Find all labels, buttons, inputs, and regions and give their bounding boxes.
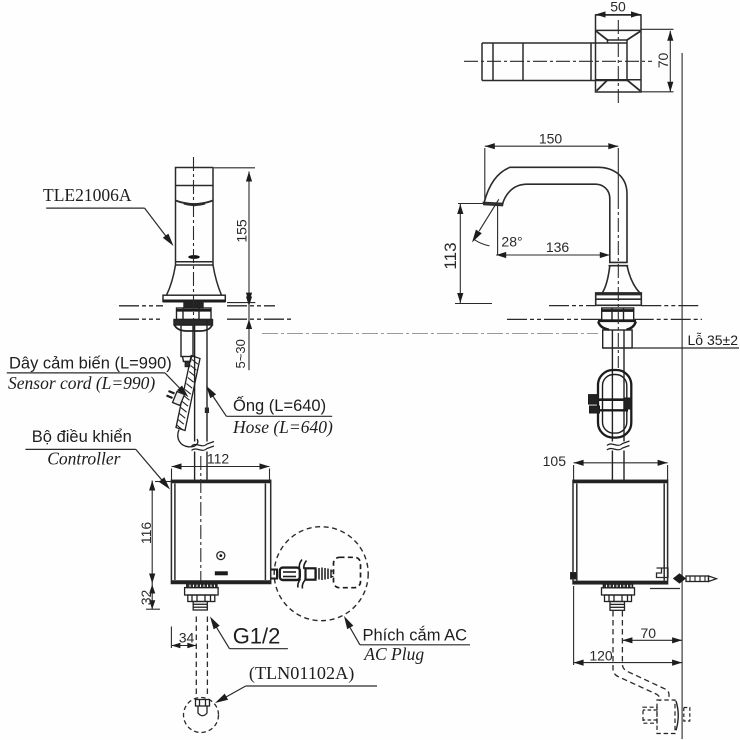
svg-text:50: 50 [610,0,626,15]
svg-text:Phích cắm AC: Phích cắm AC [363,626,468,645]
svg-text:Ống (L=640): Ống (L=640) [233,395,326,415]
svg-text:120: 120 [589,648,613,664]
svg-text:Hose (L=640): Hose (L=640) [232,417,333,437]
svg-text:70: 70 [641,625,657,641]
svg-text:Controller: Controller [47,449,120,469]
svg-text:32: 32 [138,590,154,606]
svg-text:Dây cảm biến (L=990): Dây cảm biến (L=990) [9,355,172,373]
svg-text:70: 70 [655,53,671,69]
svg-text:155: 155 [234,219,250,243]
svg-text:116: 116 [138,522,154,545]
svg-text:150: 150 [539,131,563,147]
svg-text:136: 136 [546,239,570,255]
svg-text:AC Plug: AC Plug [363,644,424,664]
svg-text:28°: 28° [501,234,522,250]
svg-text:113: 113 [441,242,460,269]
svg-text:112: 112 [207,451,230,467]
svg-text:G1/2: G1/2 [233,624,281,649]
svg-text:34: 34 [179,630,195,646]
svg-text:(TLN01102A): (TLN01102A) [249,663,354,684]
svg-text:Lỗ 35±2: Lỗ 35±2 [688,332,739,348]
svg-text:105: 105 [543,453,567,469]
svg-text:TLE21006A: TLE21006A [43,185,132,205]
svg-text:Sensor cord (L=990): Sensor cord (L=990) [8,373,155,393]
svg-text:Bộ điều khiển: Bộ điều khiển [32,428,132,446]
svg-text:5~30: 5~30 [233,339,248,368]
